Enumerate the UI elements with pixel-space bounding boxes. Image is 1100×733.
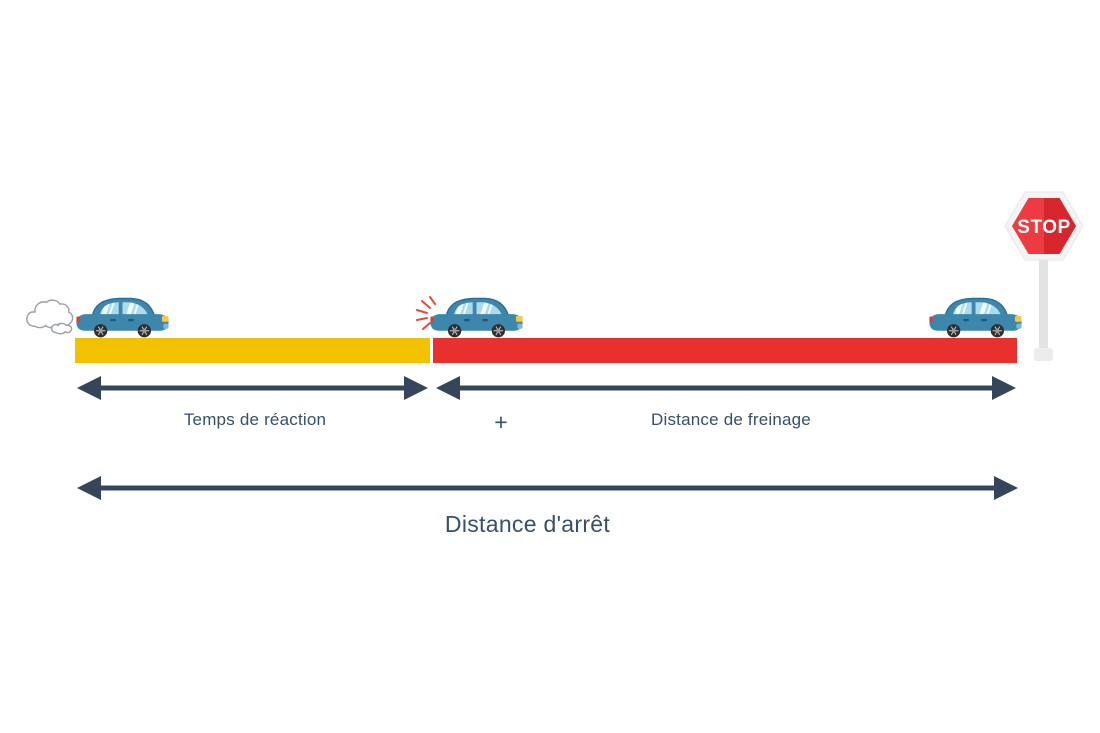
total-distance-arrow — [77, 476, 1018, 500]
reaction-arrow — [77, 376, 428, 400]
brake-flash-icon — [416, 296, 436, 330]
braking-distance-bar — [433, 338, 1017, 363]
reaction-time-bar — [75, 338, 430, 363]
reaction-time-label: Temps de réaction — [183, 410, 327, 429]
car-icon — [429, 292, 524, 340]
stop-sign-icon: STOP — [1004, 191, 1084, 261]
braking-arrow — [436, 376, 1016, 400]
stop-sign-label: STOP — [1017, 217, 1070, 238]
plus-sign: + — [494, 409, 508, 435]
car-icon — [75, 292, 170, 340]
exhaust-smoke-icon — [26, 299, 74, 335]
car-icon — [928, 292, 1023, 340]
stop-sign-pole-base — [1034, 348, 1053, 361]
stop-sign-pole — [1039, 258, 1048, 354]
braking-distance-label: Distance de freinage — [651, 410, 811, 429]
total-distance-label: Distance d'arrêt — [444, 511, 611, 537]
